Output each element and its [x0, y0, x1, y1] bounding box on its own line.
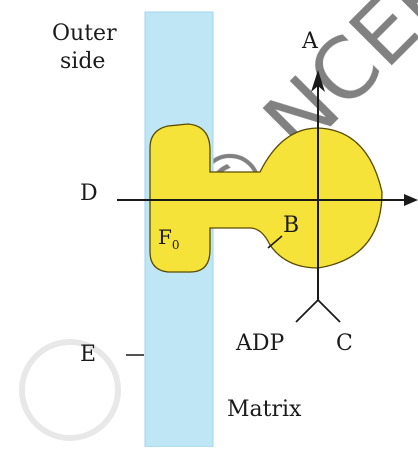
label-a: A — [301, 29, 319, 54]
b-pointer-line — [267, 235, 283, 249]
vertical-arrowhead — [311, 70, 325, 92]
label-outer-side-line1: Outer — [52, 21, 117, 46]
adp-branch-line — [295, 299, 319, 323]
c-branch-line — [317, 299, 341, 323]
label-b: B — [283, 213, 299, 238]
label-f0-main: F — [158, 225, 172, 249]
label-f0: F0 — [158, 225, 180, 252]
label-outer-side-line2: side — [60, 49, 105, 74]
label-c: C — [336, 331, 353, 356]
label-f0-subscript: 0 — [172, 238, 180, 252]
label-matrix: Matrix — [227, 397, 302, 422]
horizontal-arrowhead — [404, 194, 418, 206]
atp-synthase-particle — [149, 123, 383, 273]
label-d: D — [80, 181, 98, 206]
label-adp: ADP — [235, 331, 285, 356]
label-e: E — [80, 342, 96, 367]
